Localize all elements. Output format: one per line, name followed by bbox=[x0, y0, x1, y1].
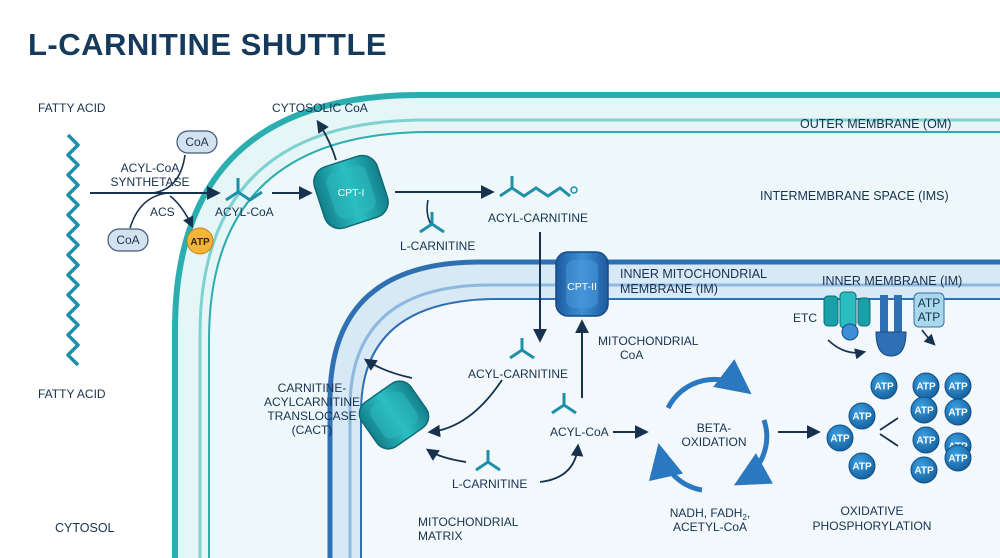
oxphos-label: OXIDATIVE bbox=[840, 504, 903, 518]
atp-molecule: ATP bbox=[848, 402, 876, 430]
atp-molecule: ATP bbox=[912, 372, 940, 400]
inner-membrane-right-label: INNER MEMBRANE (IM) bbox=[822, 274, 962, 288]
coa-bottom-arc bbox=[129, 192, 169, 229]
atp-molecule: ATP bbox=[944, 444, 972, 472]
cytosolic-coa-arrow bbox=[316, 119, 337, 161]
acyl-coa-synthetase-label: ACYL-CoA bbox=[121, 161, 180, 175]
mito-coa-label-2: CoA bbox=[620, 348, 643, 362]
atp-molecule-label: ATP bbox=[948, 454, 968, 465]
atp-molecule-label: ATP bbox=[874, 382, 894, 393]
acyl-carnitine-matrix-label: ACYL-CARNITINE bbox=[468, 367, 568, 381]
matrix-label-2: MATRIX bbox=[418, 529, 462, 543]
svg-text:CoA: CoA bbox=[116, 233, 139, 247]
mito-coa-label: MITOCHONDRIAL bbox=[598, 334, 699, 348]
cact-label-3: TRANSLOCASE bbox=[267, 409, 356, 423]
atp-molecule-label: ATP bbox=[916, 382, 936, 393]
atp-molecule-label: ATP bbox=[948, 408, 968, 419]
atp-molecule-label: ATP bbox=[852, 462, 872, 473]
l-carnitine-molecule-ims bbox=[419, 212, 445, 234]
svg-text:CoA: CoA bbox=[185, 135, 208, 149]
cact-label: CARNITINE- bbox=[278, 381, 347, 395]
atp-synthase-output: ATP ATP bbox=[913, 292, 945, 328]
coa-pill-bottom: CoA bbox=[107, 228, 149, 252]
fatty-acid-top-label: FATTY ACID bbox=[38, 101, 106, 115]
atp-molecule: ATP bbox=[944, 398, 972, 426]
cpt2-transporter: CPT-II bbox=[555, 251, 609, 317]
inner-mito-membrane-label-2: MEMBRANE (IM) bbox=[620, 282, 718, 296]
intermembrane-space-label: INTERMEMBRANE SPACE (IMS) bbox=[760, 189, 949, 203]
page-title: L-CARNITINE SHUTTLE bbox=[28, 27, 387, 62]
lcarnitine-to-cact-arrow bbox=[425, 448, 467, 463]
beta-oxidation-cycle bbox=[648, 359, 773, 493]
atp-molecule-label: ATP bbox=[852, 412, 872, 423]
cact-transporter bbox=[358, 380, 430, 450]
atp-molecule: ATP bbox=[912, 426, 940, 454]
l-carnitine-molecule-matrix bbox=[475, 450, 501, 472]
fatty-acid-bottom-label: FATTY ACID bbox=[38, 387, 106, 401]
atp-molecule-label: ATP bbox=[914, 406, 934, 417]
svg-text:ATP: ATP bbox=[918, 296, 940, 310]
lcarnitine-to-acylcoa-arrow bbox=[539, 443, 584, 483]
atp-synthase-arrow bbox=[921, 329, 936, 346]
atp-molecule-label: ATP bbox=[914, 466, 934, 477]
inner-membrane bbox=[327, 259, 1000, 558]
acyl-carnitine-ims-label: ACYL-CARNITINE bbox=[488, 211, 588, 225]
atp-molecule-label: ATP bbox=[948, 382, 968, 393]
matrix-label: MITOCHONDRIAL bbox=[418, 515, 519, 529]
atp-molecule: ATP bbox=[826, 424, 854, 452]
svg-text:ATP: ATP bbox=[918, 310, 940, 324]
etc-label: ETC bbox=[793, 311, 817, 325]
cytosolic-coa-label: CYTOSOLIC CoA bbox=[272, 101, 368, 115]
acyl-coa-molecule-matrix bbox=[551, 393, 577, 415]
products-label-2: ACETYL-CoA bbox=[673, 520, 747, 534]
cpt1-transporter: CPT-I bbox=[313, 154, 389, 230]
atp-molecule: ATP bbox=[848, 452, 876, 480]
svg-text:CPT-II: CPT-II bbox=[567, 281, 597, 293]
atp-molecule-label: ATP bbox=[830, 434, 850, 445]
atp-molecule: ATP bbox=[944, 372, 972, 400]
atp-arc bbox=[169, 195, 194, 229]
cytosol-label: CYTOSOL bbox=[55, 521, 115, 535]
acyl-coa-cytosol-label: ACYL-CoA bbox=[215, 205, 274, 219]
atp-molecule: ATP bbox=[870, 372, 898, 400]
etc-arrow bbox=[827, 339, 867, 360]
inner-mito-membrane-label: INNER MITOCHONDRIAL bbox=[620, 267, 767, 281]
etc-complex bbox=[823, 291, 871, 341]
acyl-carnitine-molecule-ims bbox=[499, 176, 578, 198]
fatty-acid-chain bbox=[66, 133, 80, 367]
acyl-coa-matrix-label: ACYL-CoA bbox=[550, 425, 609, 439]
products-label: NADH, FADH2, bbox=[670, 506, 750, 522]
atp-yellow-ball: ATP bbox=[186, 227, 214, 255]
atp-synthase bbox=[875, 295, 907, 357]
beta-oxidation-label: BETA- bbox=[697, 421, 731, 435]
split-arrows bbox=[879, 417, 899, 447]
cact-out-arrow bbox=[363, 358, 413, 379]
atp-molecule: ATP bbox=[910, 456, 938, 484]
acyl-coa-molecule-cytosol bbox=[225, 178, 263, 202]
coa-in-arc bbox=[151, 154, 186, 194]
l-carnitine-matrix-label: L-CARNITINE bbox=[452, 477, 527, 491]
atp-molecule: ATP bbox=[910, 396, 938, 424]
acyl-carnitine-molecule-matrix bbox=[509, 338, 535, 360]
acs-label: ACS bbox=[150, 205, 175, 219]
svg-text:ATP: ATP bbox=[190, 237, 210, 248]
beta-oxidation-label-2: OXIDATION bbox=[681, 435, 746, 449]
atp-molecule-label: ATP bbox=[916, 436, 936, 447]
oxphos-label-2: PHOSPHORYLATION bbox=[813, 519, 932, 533]
l-carnitine-ims-label: L-CARNITINE bbox=[400, 239, 475, 253]
outer-membrane-label: OUTER MEMBRANE (OM) bbox=[800, 117, 951, 131]
cact-label-2: ACYLCARNITINE bbox=[264, 395, 360, 409]
acylcarnitine-to-cact-arrow bbox=[427, 379, 503, 438]
cact-label-4: (CACT) bbox=[292, 423, 333, 437]
svg-text:CPT-I: CPT-I bbox=[338, 187, 365, 199]
coa-pill-top: CoA bbox=[176, 130, 218, 154]
